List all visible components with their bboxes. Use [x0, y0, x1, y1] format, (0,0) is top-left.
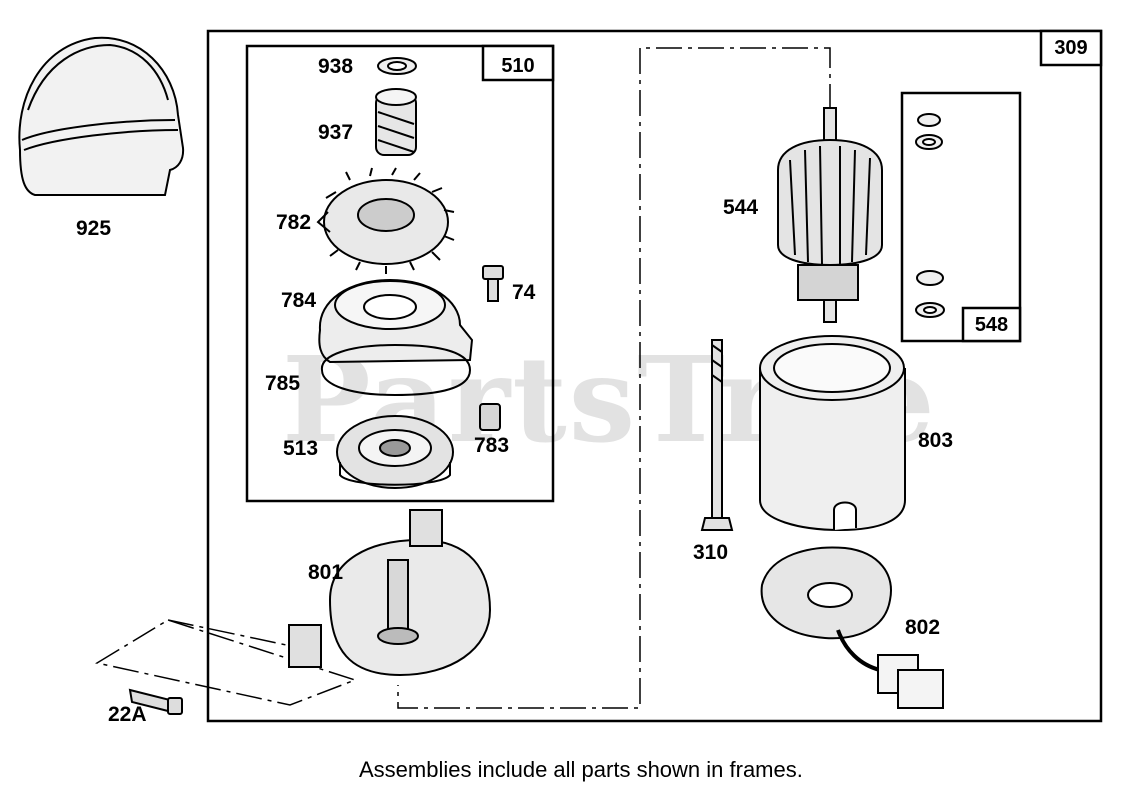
part-938-shape — [377, 57, 417, 75]
frame-309-label: 309 — [1054, 37, 1088, 59]
callout-513: 513 — [283, 437, 319, 460]
frame-309 — [206, 29, 1103, 723]
part-801-shape — [288, 509, 492, 677]
part-785-shape — [320, 343, 472, 397]
part-802-shape — [760, 546, 944, 709]
footer-note: Assemblies include all parts shown in fr… — [359, 757, 803, 782]
part-548-washers — [915, 113, 945, 318]
frame-548-tag — [961, 306, 1022, 343]
frame-510 — [245, 44, 555, 503]
callout-783: 783 — [474, 434, 510, 457]
leader-lines — [95, 47, 831, 709]
callout-801: 801 — [308, 561, 344, 584]
callout-74: 74 — [512, 281, 536, 304]
part-513-shape — [336, 415, 454, 489]
part-74-shape — [482, 265, 504, 302]
frame-548 — [900, 91, 1022, 343]
part-310-shape — [700, 339, 734, 531]
callout-803: 803 — [918, 429, 954, 452]
callout-937: 937 — [318, 121, 354, 144]
part-803-shape — [759, 335, 906, 532]
part-937-shape — [375, 88, 417, 156]
callout-938: 938 — [318, 55, 354, 78]
callout-784: 784 — [281, 289, 317, 312]
callout-802: 802 — [905, 616, 941, 639]
part-544-shape — [777, 107, 883, 323]
part-784-shape — [318, 278, 474, 364]
callout-925: 925 — [76, 217, 112, 240]
part-22a-shape — [128, 688, 183, 715]
frame-548-label: 548 — [974, 314, 1009, 336]
callout-544: 544 — [723, 196, 759, 219]
part-925-shape — [18, 36, 185, 196]
part-783-shape — [479, 403, 501, 431]
part-782-shape — [316, 167, 455, 274]
frame-309-tag — [1039, 29, 1103, 67]
callout-782: 782 — [276, 211, 312, 234]
frame-510-tag — [481, 44, 555, 82]
callout-785: 785 — [265, 372, 301, 395]
callout-22a: 22A — [108, 703, 147, 726]
frame-510-label: 510 — [501, 55, 535, 77]
callout-310: 310 — [693, 541, 729, 564]
